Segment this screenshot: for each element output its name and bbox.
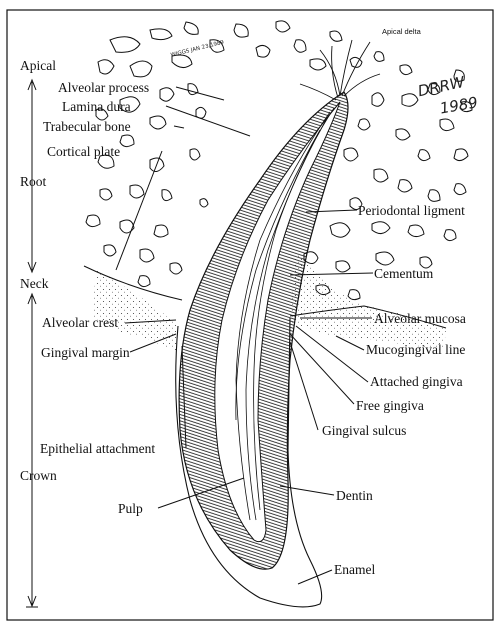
label-alveolar-process: Alveolar process (58, 80, 149, 95)
label-root: Root (20, 174, 47, 189)
label-pulp: Pulp (118, 501, 143, 516)
alveolar-process-leader (176, 87, 224, 100)
trabecular-bone-leader (174, 126, 184, 128)
apical-delta-strands (300, 40, 380, 100)
label-gingival-sulcus: Gingival sulcus (322, 423, 406, 438)
label-gingival-margin: Gingival margin (41, 345, 130, 360)
label-lamina-dura: Lamina dura (62, 99, 131, 114)
label-dentin: Dentin (336, 488, 373, 503)
cortical-plate-leader (116, 151, 162, 270)
label-alveolar-crest: Alveolar crest (42, 315, 118, 330)
gingival-sulcus-leader (290, 342, 318, 430)
label-neck: Neck (20, 276, 49, 291)
label-cortical-plate: Cortical plate (47, 144, 120, 159)
signature-stamp: WIGGS JAN 23,1989 (170, 40, 225, 59)
label-periodontal-ligament: Periodontal ligment (358, 203, 465, 218)
label-mucogingival-line: Mucogingival line (366, 342, 465, 357)
left-gingiva-shape (92, 268, 178, 352)
label-apical-delta: Apical delta (382, 27, 422, 36)
label-enamel: Enamel (334, 562, 375, 577)
label-trabecular-bone: Trabecular bone (43, 119, 131, 134)
label-epithelial-attachment: Epithelial attachment (40, 441, 155, 456)
label-alveolar-mucosa: Alveolar mucosa (374, 311, 466, 326)
label-attached-gingiva: Attached gingiva (370, 374, 463, 389)
region-scale (26, 80, 38, 607)
signature-year: 1989 (438, 93, 479, 117)
free-gingiva-leader (290, 334, 354, 404)
label-free-gingiva: Free gingiva (356, 398, 424, 413)
lamina-dura-leader (166, 106, 250, 136)
label-crown: Crown (20, 468, 57, 483)
label-apical: Apical (20, 58, 56, 73)
label-cementum: Cementum (374, 266, 434, 281)
